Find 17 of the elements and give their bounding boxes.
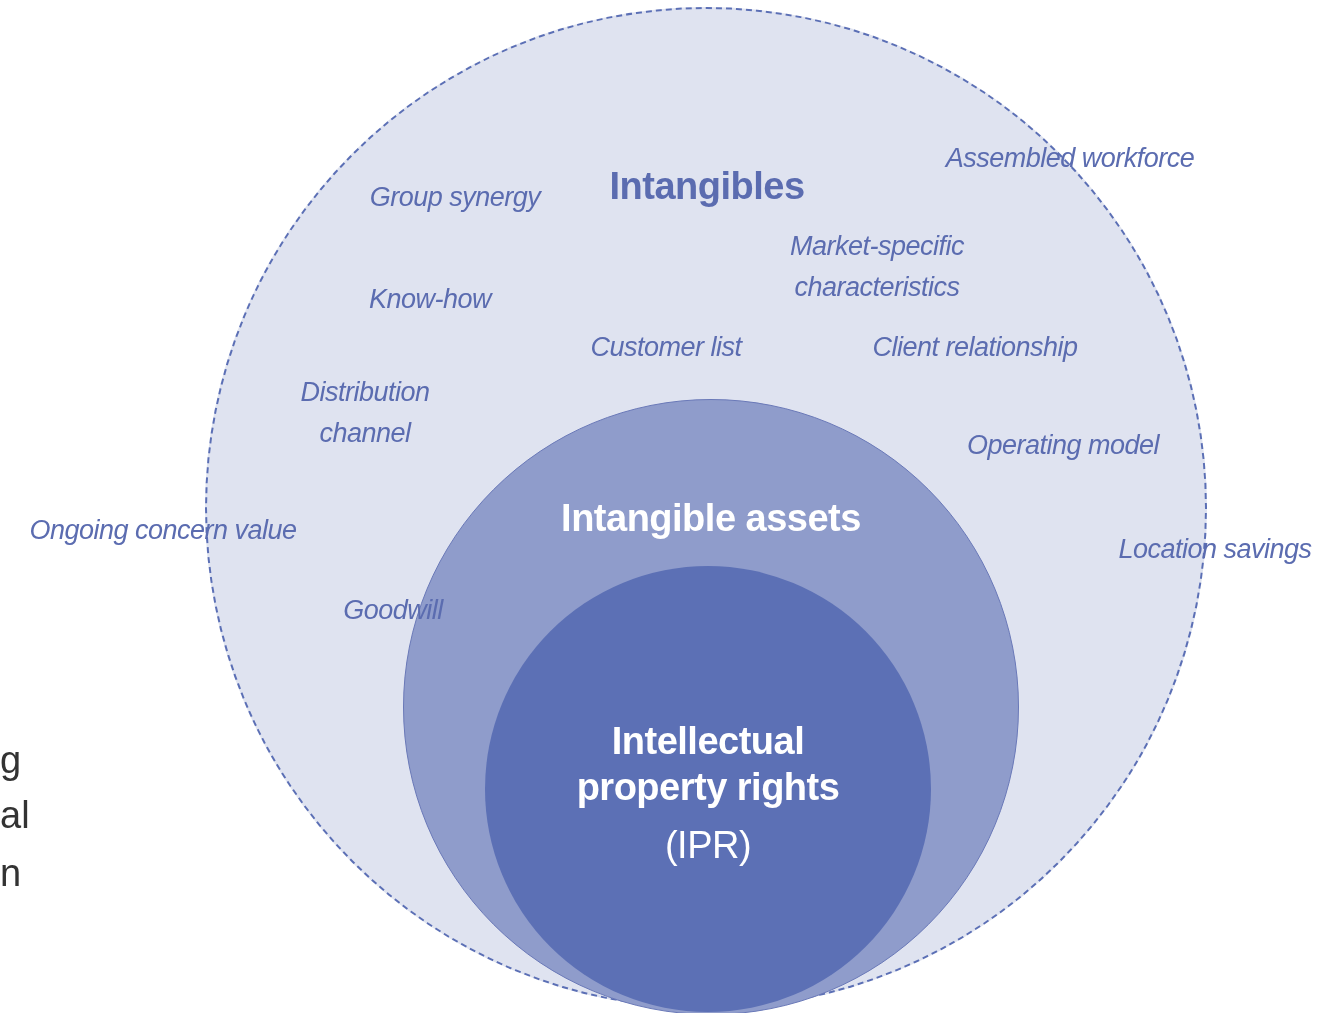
- intangible-label: Customer list: [589, 330, 744, 364]
- intangible-label: Operating model: [965, 428, 1161, 462]
- intangible-label: Group synergy: [368, 180, 543, 214]
- intangible-label: Assembled workforce: [943, 141, 1196, 175]
- intangible-label: Distribution channel: [299, 375, 431, 449]
- circle-title: Intangibles: [608, 164, 806, 210]
- intangible-label: Location savings: [1117, 532, 1313, 566]
- circle-title: Intellectual property rights: [575, 719, 841, 810]
- circle-subtitle: (IPR): [663, 823, 753, 869]
- intangible-label: Ongoing concern value: [28, 513, 298, 547]
- intangible-label: Client relationship: [871, 330, 1079, 364]
- intangible-label: Know-how: [367, 282, 494, 316]
- text-fragment: n: [0, 854, 22, 892]
- text-fragment: al: [0, 796, 30, 834]
- circle-title: Intangible assets: [560, 496, 862, 542]
- intangible-label: Market-specific characteristics: [788, 229, 965, 303]
- text-fragment: g: [0, 741, 22, 779]
